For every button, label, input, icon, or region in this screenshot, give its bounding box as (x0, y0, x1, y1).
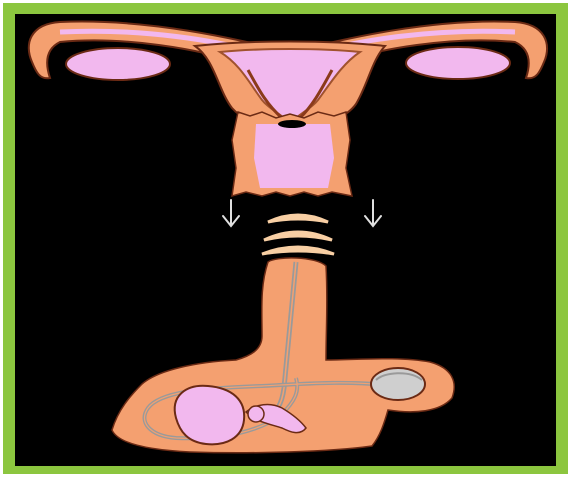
prostate (248, 406, 264, 422)
left-ovary (66, 48, 170, 80)
right-ovary (406, 47, 510, 79)
bladder (175, 386, 244, 445)
vaginal-canal (254, 124, 334, 188)
cervix-opening (278, 120, 306, 128)
